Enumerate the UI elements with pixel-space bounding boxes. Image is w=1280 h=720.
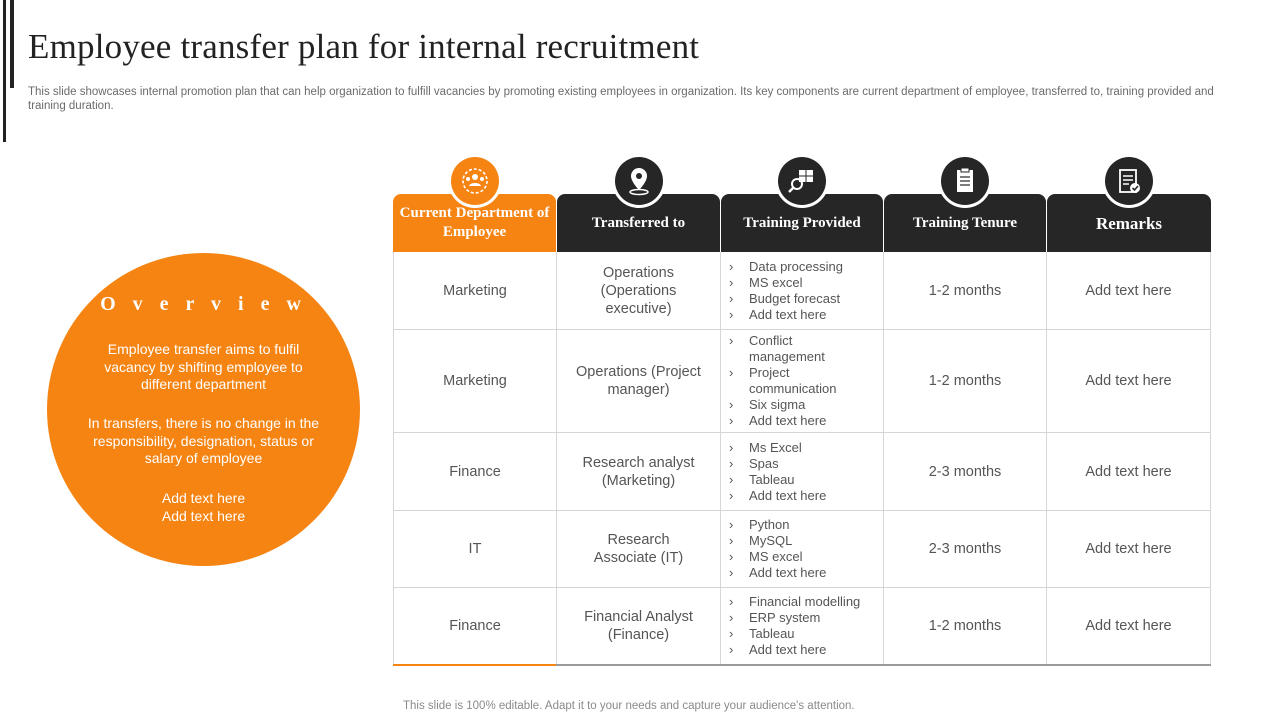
training-list: PythonMySQLMS excelAdd text here bbox=[721, 517, 883, 581]
department-text: Marketing bbox=[443, 282, 507, 299]
training-list: Financial modellingERP systemTableauAdd … bbox=[721, 594, 883, 658]
list-item: Python bbox=[729, 517, 883, 533]
tenure-text: 1-2 months bbox=[928, 373, 1002, 389]
checklist-icon bbox=[1105, 157, 1153, 205]
tenure-cell: 1-2 months bbox=[884, 330, 1047, 433]
accent-line bbox=[10, 0, 14, 88]
transferred-to-cell: Operations (Operations executive) bbox=[557, 252, 721, 330]
remarks-text: Add text here bbox=[1085, 541, 1172, 557]
training-cell: Financial modellingERP systemTableauAdd … bbox=[721, 588, 884, 665]
list-item: Add text here bbox=[729, 413, 849, 429]
list-item: ERP system bbox=[729, 610, 883, 626]
remarks-cell: Add text here bbox=[1047, 511, 1211, 588]
department-cell: Finance bbox=[393, 588, 557, 665]
overview-text: Add text here Add text here bbox=[161, 490, 246, 524]
list-item: Conflict management bbox=[729, 333, 849, 365]
list-item: Data processing bbox=[729, 259, 883, 275]
list-item: Project communication bbox=[729, 365, 849, 397]
overview-text: In transfers, there is no change in the … bbox=[87, 415, 320, 466]
department-cell: Finance bbox=[393, 433, 557, 511]
transferred-to-cell: Research Associate (IT) bbox=[557, 511, 721, 588]
document-icon bbox=[941, 157, 989, 205]
tenure-text: 2-3 months bbox=[928, 463, 1002, 480]
list-item: Spas bbox=[729, 456, 883, 472]
list-item: Tableau bbox=[729, 626, 883, 642]
tenure-cell: 2-3 months bbox=[884, 433, 1047, 511]
location-pin-icon bbox=[614, 157, 663, 205]
transferred-to-text: Operations (Operations executive) bbox=[600, 264, 677, 317]
page-title: Employee transfer plan for internal recr… bbox=[28, 27, 700, 66]
tenure-cell: 1-2 months bbox=[884, 588, 1047, 665]
list-item: MS excel bbox=[729, 275, 883, 291]
training-cell: Ms ExcelSpasTableauAdd text here bbox=[721, 433, 884, 511]
training-cell: PythonMySQLMS excelAdd text here bbox=[721, 511, 884, 588]
remarks-cell: Add text here bbox=[1047, 252, 1211, 330]
overview-heading: O v e r v i e w bbox=[100, 293, 307, 315]
remarks-cell: Add text here bbox=[1047, 433, 1211, 511]
training-search-icon bbox=[778, 157, 826, 205]
remarks-cell: Add text here bbox=[1047, 588, 1211, 665]
remarks-text: Add text here bbox=[1085, 373, 1172, 389]
list-item: MySQL bbox=[729, 533, 883, 549]
overview-text: Employee transfer aims to fulfil vacancy… bbox=[104, 341, 303, 392]
department-cell: Marketing bbox=[393, 252, 557, 330]
transferred-to-cell: Operations (Project manager) bbox=[557, 330, 721, 433]
training-list: Conflict managementProject communication… bbox=[721, 333, 849, 429]
transferred-to-text: Operations (Project manager) bbox=[576, 364, 701, 398]
transferred-to-text: Financial Analyst (Finance) bbox=[584, 609, 693, 643]
overview-circle: O v e r v i e w Employee transfer aims t… bbox=[47, 253, 360, 566]
list-item: Budget forecast bbox=[729, 291, 883, 307]
department-text: Marketing bbox=[443, 373, 507, 389]
department-text: Finance bbox=[449, 463, 501, 480]
transferred-to-cell: Financial Analyst (Finance) bbox=[557, 588, 721, 665]
transferred-to-cell: Research analyst (Marketing) bbox=[557, 433, 721, 511]
table-bottom-line bbox=[556, 664, 1211, 666]
accent-line bbox=[3, 0, 6, 142]
training-cell: Conflict managementProject communication… bbox=[721, 330, 884, 433]
remarks-text: Add text here bbox=[1085, 618, 1172, 634]
transferred-to-text: Research Associate (IT) bbox=[593, 532, 684, 566]
training-list: Data processingMS excelBudget forecastAd… bbox=[721, 259, 883, 323]
page-subtitle: This slide showcases internal promotion … bbox=[28, 86, 1214, 112]
table-header-cell: Transferred to bbox=[557, 194, 720, 252]
list-item: Ms Excel bbox=[729, 440, 883, 456]
list-item: Six sigma bbox=[729, 397, 849, 413]
tenure-text: 1-2 months bbox=[928, 618, 1002, 634]
department-cell: IT bbox=[393, 511, 557, 588]
transferred-to-text: Research analyst (Marketing) bbox=[582, 454, 695, 489]
remarks-text: Add text here bbox=[1085, 282, 1172, 299]
table-bottom-line bbox=[393, 664, 556, 666]
training-cell: Data processingMS excelBudget forecastAd… bbox=[721, 252, 884, 330]
list-item: Add text here bbox=[729, 488, 883, 504]
tenure-cell: 1-2 months bbox=[884, 252, 1047, 330]
list-item: Add text here bbox=[729, 307, 883, 323]
department-text: IT bbox=[468, 541, 482, 557]
remarks-cell: Add text here bbox=[1047, 330, 1211, 433]
accent-bar bbox=[0, 0, 14, 142]
list-item: Add text here bbox=[729, 565, 883, 581]
training-list: Ms ExcelSpasTableauAdd text here bbox=[721, 440, 883, 504]
team-icon bbox=[450, 157, 499, 205]
list-item: Tableau bbox=[729, 472, 883, 488]
footer-note: This slide is 100% editable. Adapt it to… bbox=[403, 700, 855, 712]
list-item: MS excel bbox=[729, 549, 883, 565]
tenure-text: 2-3 months bbox=[928, 541, 1002, 557]
tenure-cell: 2-3 months bbox=[884, 511, 1047, 588]
list-item: Financial modelling bbox=[729, 594, 883, 610]
department-text: Finance bbox=[449, 618, 501, 634]
department-cell: Marketing bbox=[393, 330, 557, 433]
tenure-text: 1-2 months bbox=[928, 282, 1002, 299]
remarks-text: Add text here bbox=[1085, 463, 1172, 480]
list-item: Add text here bbox=[729, 642, 883, 658]
